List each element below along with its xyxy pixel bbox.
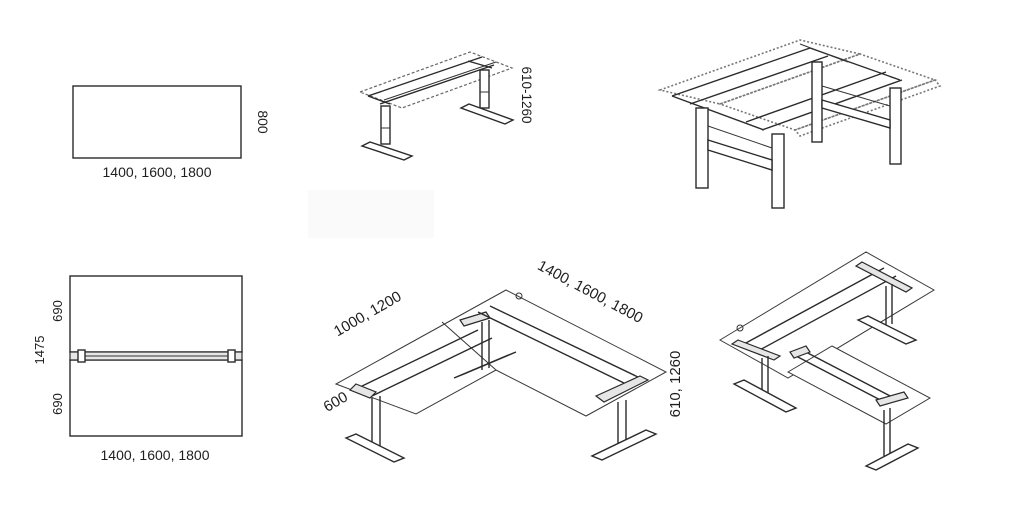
bench-top-edge-dashed bbox=[793, 79, 942, 137]
corner-main-rail-1 bbox=[477, 311, 627, 385]
bench-crossbar-front bbox=[671, 95, 765, 131]
single-desk-crossbar-right bbox=[467, 60, 493, 69]
single-desk-leg-right bbox=[479, 69, 490, 109]
offset-front-rail-2 bbox=[801, 349, 895, 399]
bench-leg-front-left bbox=[695, 107, 709, 189]
bench-plan-top-depth-label: 690 bbox=[50, 300, 65, 322]
single-desk-plan-view: 1400, 1600, 1800 800 bbox=[72, 85, 271, 180]
offset-desk-cable-port bbox=[736, 324, 744, 332]
bench-leg-front-right bbox=[771, 133, 785, 209]
bench-plan-view: 690 690 1475 1400, 1600, 1800 bbox=[32, 275, 243, 463]
corner-desk-iso-view: 1000, 1200 1400, 1600, 1800 600 610, 126… bbox=[321, 257, 684, 463]
bench-plan-bottom-desk bbox=[69, 359, 243, 437]
faint-background-patch bbox=[308, 190, 434, 238]
corner-desk-top-outline bbox=[334, 289, 668, 417]
single-desk-depth-label: 800 bbox=[255, 110, 271, 134]
single-desk-rail-back bbox=[367, 56, 483, 97]
single-desk-iso-view: 610-1260 bbox=[358, 51, 534, 161]
bench-plan-beam-cap-left bbox=[77, 349, 86, 363]
bench-leg-back-left bbox=[811, 61, 823, 143]
corner-height-label: 610, 1260 bbox=[667, 351, 684, 418]
offset-front-rail-1 bbox=[795, 355, 889, 405]
offset-foot-1 bbox=[732, 379, 798, 413]
offset-back-rail-2 bbox=[755, 275, 897, 353]
bench-leg-back-right bbox=[889, 87, 902, 165]
offset-back-bracket bbox=[854, 261, 914, 293]
bench-top-left-dashed bbox=[657, 39, 863, 105]
offset-foot-3 bbox=[864, 443, 920, 471]
bench-desk-iso-view bbox=[657, 39, 942, 209]
offset-front-bracket bbox=[789, 345, 811, 359]
offset-back-rail-1 bbox=[743, 267, 885, 345]
single-desk-leg-left bbox=[380, 105, 391, 145]
offset-front-bracket-b bbox=[875, 391, 909, 407]
bench-plan-beam-cap-right bbox=[227, 349, 236, 363]
single-desk-width-label: 1400, 1600, 1800 bbox=[103, 164, 212, 180]
single-desk-top-dashed bbox=[358, 51, 514, 109]
corner-return-rail-2 bbox=[371, 337, 493, 397]
corner-return-depth-label: 600 bbox=[321, 388, 351, 415]
bench-rail-2 bbox=[689, 55, 829, 105]
offset-desk-top-front bbox=[786, 345, 932, 425]
single-desk-rail-mid bbox=[383, 61, 497, 101]
bench-plan-width-label: 1400, 1600, 1800 bbox=[101, 447, 210, 463]
single-desk-top-outline bbox=[72, 85, 242, 159]
corner-foot-middle bbox=[453, 351, 517, 379]
bench-plan-total-depth-label: 1475 bbox=[32, 336, 47, 365]
offset-desk-iso-view bbox=[719, 251, 935, 471]
bench-beam-line-front bbox=[707, 125, 773, 149]
bench-plan-bottom-depth-label: 690 bbox=[50, 393, 65, 415]
bench-rail-1 bbox=[671, 47, 811, 97]
corner-return-bracket-front bbox=[348, 383, 378, 399]
corner-main-rail-2 bbox=[489, 305, 641, 379]
corner-desk-top-seam bbox=[441, 321, 497, 371]
bench-lower-beam-front bbox=[707, 139, 773, 171]
corner-main-bracket-front bbox=[594, 375, 650, 403]
single-desk-height-label: 610-1260 bbox=[519, 66, 534, 123]
offset-foot-2 bbox=[856, 315, 918, 345]
single-desk-foot-right bbox=[459, 103, 515, 125]
single-desk-crossbar-left bbox=[367, 95, 391, 105]
corner-return-length-label: 1000, 1200 bbox=[331, 288, 405, 340]
bench-plan-top-desk bbox=[69, 275, 243, 353]
bench-crossbar-back-top bbox=[799, 43, 849, 63]
corner-foot-main-front bbox=[590, 429, 658, 461]
corner-desk-cable-port bbox=[515, 292, 523, 300]
offset-back-bracket-front bbox=[730, 339, 782, 361]
corner-foot-return-front bbox=[344, 433, 406, 463]
single-desk-foot-left bbox=[360, 141, 414, 161]
bench-beam-line-back bbox=[821, 85, 891, 107]
corner-return-rail-1 bbox=[357, 329, 479, 389]
offset-desk-top-back bbox=[719, 251, 935, 379]
single-desk-rail-front bbox=[379, 64, 495, 105]
bench-lower-beam-back bbox=[821, 99, 891, 129]
